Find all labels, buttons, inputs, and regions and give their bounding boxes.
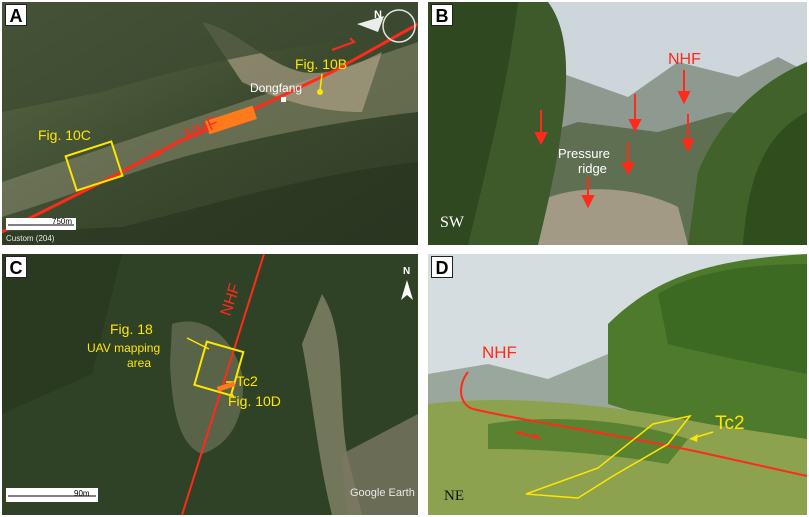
panel-d-letter: D	[431, 256, 453, 278]
panel-c-letter: C	[5, 256, 27, 278]
panel-c-area-label: area	[127, 356, 152, 370]
panel-d-landscape	[428, 254, 807, 515]
panel-a-town-label: Dongfang	[250, 81, 303, 95]
panel-a-fig10b-label: Fig. 10B	[295, 56, 348, 72]
panel-a-terrain	[2, 2, 418, 245]
panel-c-compass-n: N	[403, 266, 411, 277]
panel-c-fig18-label: Fig. 18	[110, 321, 153, 337]
panel-d-fault-label: NHF	[482, 343, 517, 362]
panel-b-direction: SW	[440, 214, 464, 231]
panel-a-compass-n: N	[374, 9, 382, 21]
panel-b-landscape	[428, 2, 807, 245]
panel-b-letter: B	[431, 4, 453, 26]
panel-c-terrain	[2, 254, 418, 515]
panel-b-photo: B NHF Pressure ridge SW	[428, 2, 807, 245]
panel-a-scale-label: 750m	[52, 217, 73, 226]
panel-b-pressure-label: Pressure	[558, 146, 611, 161]
panel-a-satellite: A NHF Fig. 10B Fig. 10C Dongfang 750m Cu…	[2, 2, 418, 245]
panel-d-direction: NE	[444, 488, 464, 504]
panel-c-uav-label: UAV mapping	[87, 341, 161, 355]
panel-a-credit: Custom (204)	[6, 234, 55, 243]
panel-b-ridge-label: ridge	[578, 161, 607, 176]
panel-a-letter: A	[5, 4, 27, 26]
panel-c-scale-label: 90m	[74, 489, 90, 498]
panel-b-fault-label: NHF	[668, 51, 701, 68]
panel-d-tc2-label: Tc2	[715, 413, 745, 434]
panel-c-tc2-label: Tc2	[236, 373, 258, 389]
panel-c-satellite: C NHF Fig. 18 UAV mapping area Tc2 Fig. …	[2, 254, 418, 515]
panel-a-fig10c-label: Fig. 10C	[38, 127, 91, 143]
panel-c-watermark: Google Earth	[350, 487, 415, 499]
panel-c-fig10d-label: Fig. 10D	[228, 393, 281, 409]
panel-d-photo: D NHF Tc2 NE	[428, 254, 807, 515]
